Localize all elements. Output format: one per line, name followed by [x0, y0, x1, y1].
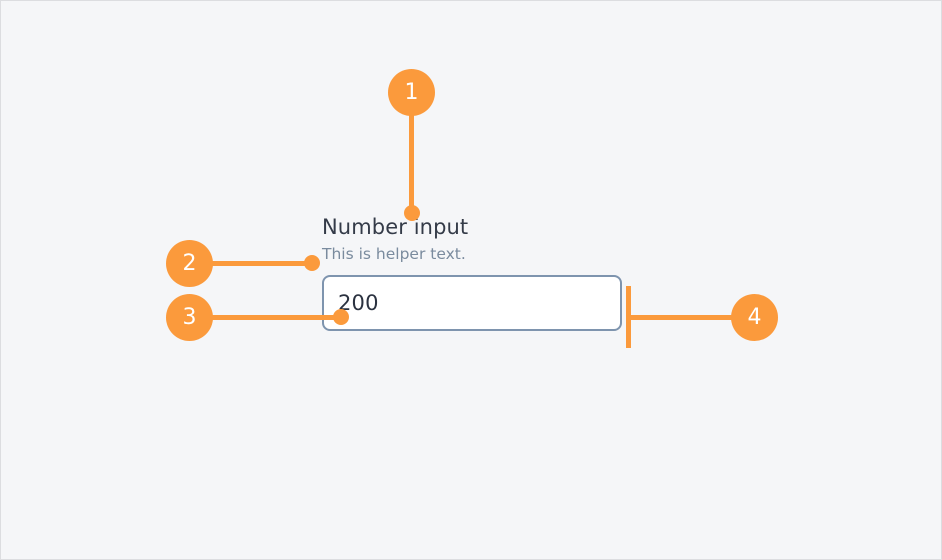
number-input-field[interactable]: 200	[322, 275, 622, 331]
callout-leader-line-1	[409, 113, 414, 215]
callout-leader-line-4	[628, 315, 738, 320]
callout-marker-3[interactable]: 3	[166, 294, 213, 341]
callout-marker-3-number: 3	[182, 304, 197, 330]
number-input-label: Number input	[322, 215, 469, 239]
number-input-component: Number input This is helper text. 200	[322, 214, 622, 331]
callout-marker-4[interactable]: 4	[731, 294, 778, 341]
callout-endpoint-dot-3	[333, 309, 349, 325]
callout-edge-marker-4	[626, 286, 631, 348]
callout-endpoint-dot-2	[304, 255, 320, 271]
callout-leader-line-3	[210, 315, 345, 320]
callout-endpoint-dot-1	[404, 205, 420, 221]
number-input-helper-text: This is helper text.	[322, 245, 466, 263]
callout-marker-1-number: 1	[404, 79, 419, 105]
callout-marker-4-number: 4	[747, 304, 762, 330]
callout-marker-1[interactable]: 1	[388, 69, 435, 116]
callout-marker-2-number: 2	[182, 250, 197, 276]
callout-leader-line-2	[210, 261, 315, 266]
callout-marker-2[interactable]: 2	[166, 240, 213, 287]
